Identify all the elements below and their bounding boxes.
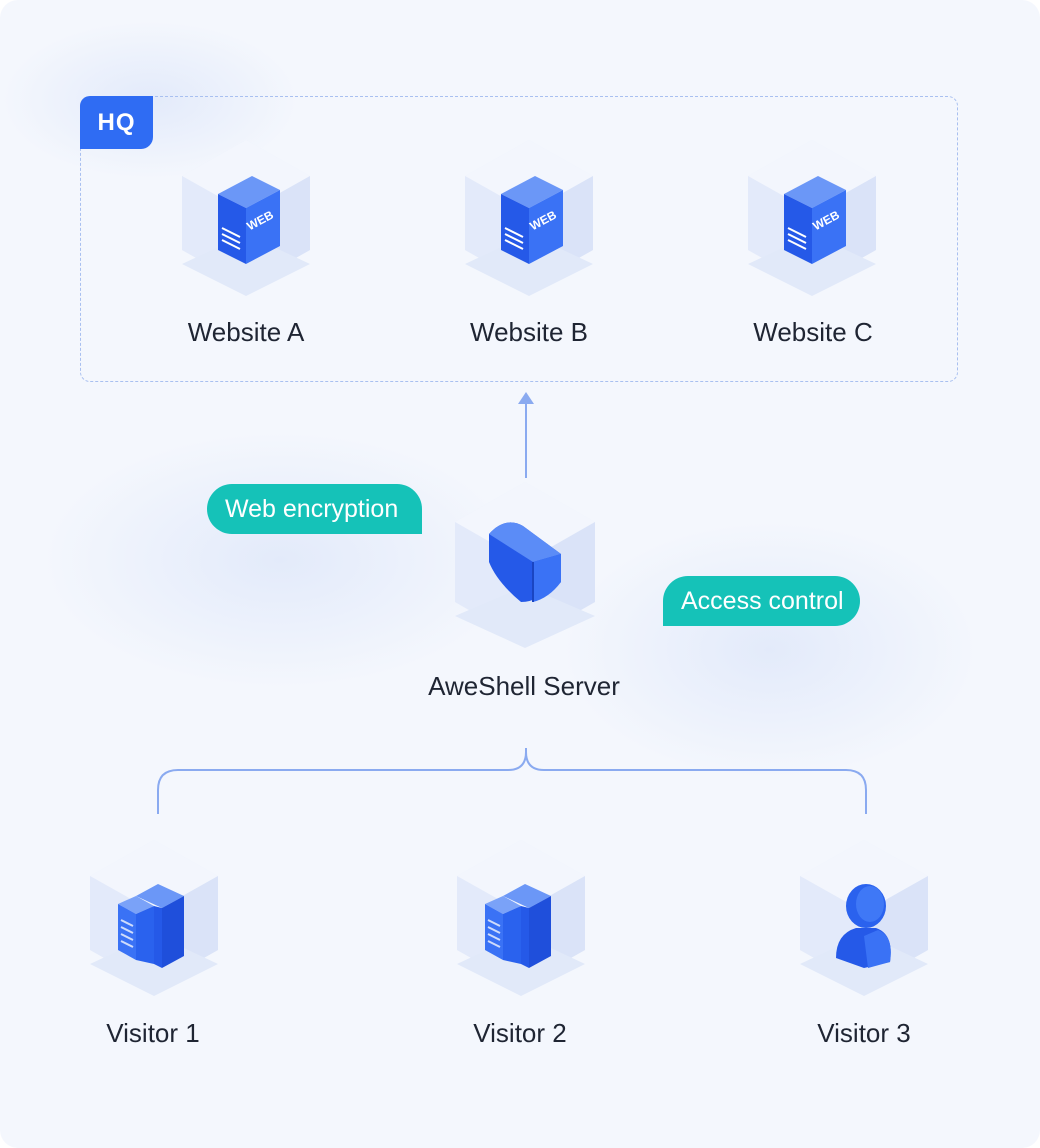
hq-tag: HQ <box>80 96 153 149</box>
visitor-1-label: Visitor 1 <box>106 1018 200 1048</box>
web-server-icon: WEB <box>748 140 876 296</box>
visitor-2-label: Visitor 2 <box>473 1018 567 1048</box>
web-server-icon: WEB <box>182 140 310 296</box>
visitor-2-node <box>455 840 587 1000</box>
background-glow <box>560 520 980 780</box>
website-c-label: Website C <box>753 317 873 347</box>
arrow-head <box>518 392 534 404</box>
website-c-node: WEB <box>746 140 878 300</box>
visitor-3-node <box>798 840 930 1000</box>
website-b-node: WEB <box>463 140 595 300</box>
website-a-label: Website A <box>187 317 305 347</box>
visitor-1-node <box>88 840 220 1000</box>
shield-icon <box>455 482 595 648</box>
building-icon <box>90 840 218 996</box>
user-icon <box>800 840 928 996</box>
aweshell-server-node <box>453 482 597 650</box>
connector-left <box>157 748 527 814</box>
background-glow <box>40 430 520 690</box>
web-encryption-badge: Web encryption <box>207 484 422 534</box>
aweshell-server-label: AweShell Server <box>428 671 620 701</box>
access-control-badge: Access control <box>663 576 860 626</box>
building-icon <box>457 840 585 996</box>
connector-right <box>525 751 867 814</box>
hq-group-box <box>80 96 958 382</box>
website-b-label: Website B <box>469 317 589 347</box>
visitor-3-label: Visitor 3 <box>817 1018 911 1048</box>
website-a-node: WEB <box>180 140 312 300</box>
web-server-icon: WEB <box>465 140 593 296</box>
